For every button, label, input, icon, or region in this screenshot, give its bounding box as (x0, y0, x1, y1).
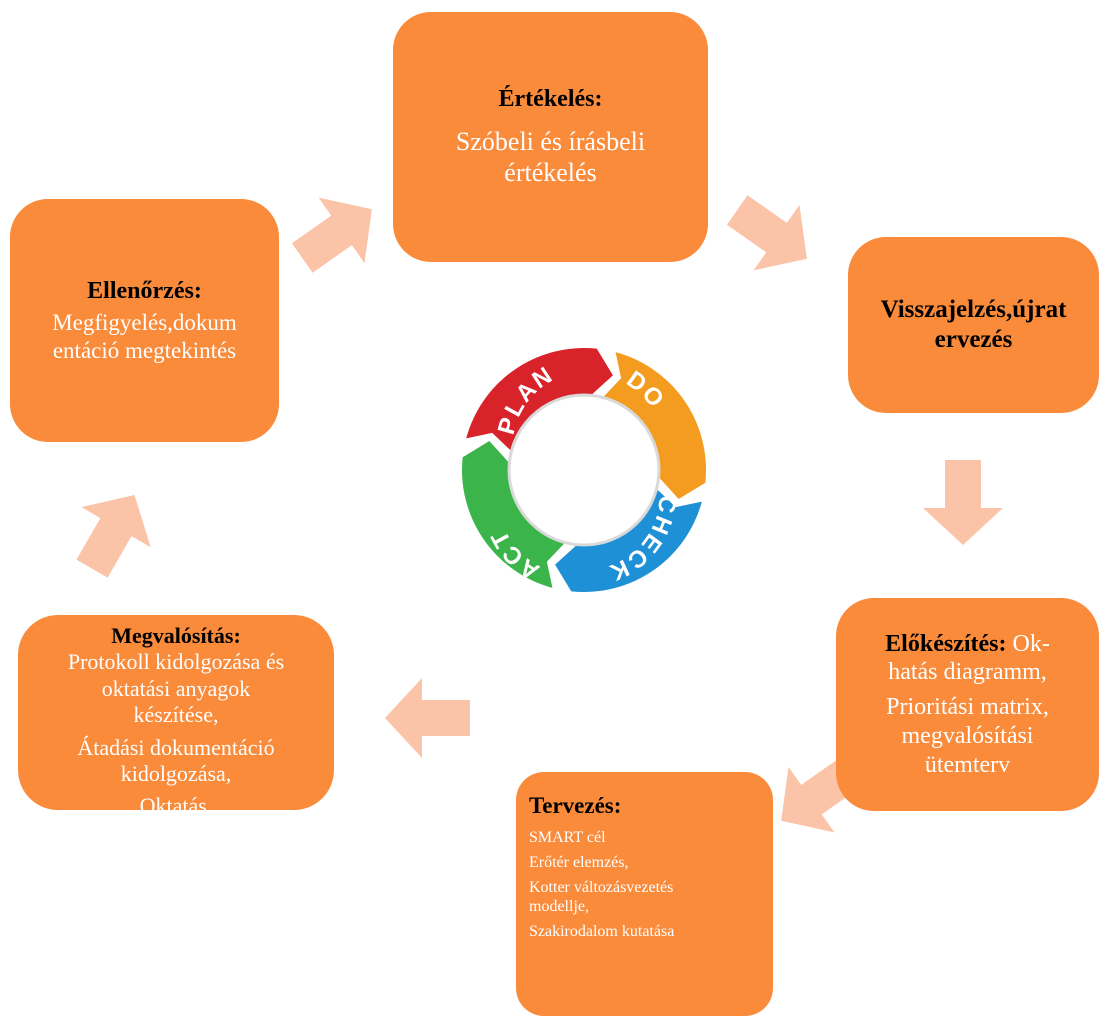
preparation-line-1-text: Ok- (1012, 630, 1050, 657)
implementation-line-4: Átadási dokumentáció (77, 734, 275, 760)
pdca-segment-check (555, 489, 702, 592)
pdca-segment-act (461, 441, 565, 588)
planning-title: Tervezés: (529, 793, 622, 818)
preparation-line-1: Előkészítés: Ok- (885, 630, 1050, 659)
box-evaluation: Értékelés: Szóbeli és írásbeli értékelés (393, 12, 708, 262)
box-feedback: Visszajelzés,újrat ervezés (848, 237, 1099, 413)
preparation-line-2: hatás diagramm, (888, 659, 1047, 686)
box-implementation: Megvalósítás: Protokoll kidolgozása és o… (18, 615, 334, 851)
preparation-line-5: ütemterv (924, 751, 1011, 778)
feedback-title-line-1: Visszajelzés,újrat (880, 296, 1067, 323)
control-line-2: entáció megtekintés (52, 337, 237, 363)
planning-line-3: Kotter változásvezetés (529, 878, 674, 896)
pdca-segment-do (603, 352, 706, 499)
control-line-1: Megfigyelés,dokum (52, 310, 237, 336)
evaluation-line-1: Szóbeli és írásbeli (455, 127, 646, 157)
implementation-line-5: kidolgozása, (120, 760, 232, 786)
planning-line-5: Szakirodalom kutatása (529, 923, 675, 941)
planning-line-1: SMART cél (529, 828, 606, 846)
control-title: Ellenőrzés: (87, 277, 202, 304)
implementation-line-7: Adatgyűjtés ,Pilot (96, 825, 256, 851)
implementation-title: Megvalósítás: (111, 623, 241, 648)
box-control: Ellenőrzés: Megfigyelés,dokum entáció me… (10, 199, 279, 442)
planning-line-2: Erőtér elemzés, (529, 853, 629, 871)
box-preparation: Előkészítés: Ok- hatás diagramm, Priorit… (836, 598, 1099, 811)
box-planning: Tervezés: SMART cél Erőtér elemzés, Kott… (516, 772, 773, 1016)
preparation-line-4: megvalósítási (901, 722, 1034, 749)
planning-line-4: modellje, (529, 898, 589, 916)
preparation-line-3: Prioritási matrix, (886, 694, 1049, 721)
implementation-line-1: Protokoll kidolgozása és (67, 649, 285, 675)
implementation-line-3: készítése, (133, 702, 219, 728)
evaluation-line-2: értékelés (504, 158, 597, 188)
pdca-inner-rim (507, 393, 661, 547)
preparation-title: Előkészítés: (885, 630, 1007, 657)
feedback-title-line-2: ervezés (934, 326, 1013, 353)
pdca-segment-plan (466, 347, 613, 451)
implementation-line-2: oktatási anyagok (101, 675, 251, 701)
evaluation-title: Értékelés: (498, 86, 603, 113)
implementation-line-6: Oktatás, (139, 793, 213, 819)
